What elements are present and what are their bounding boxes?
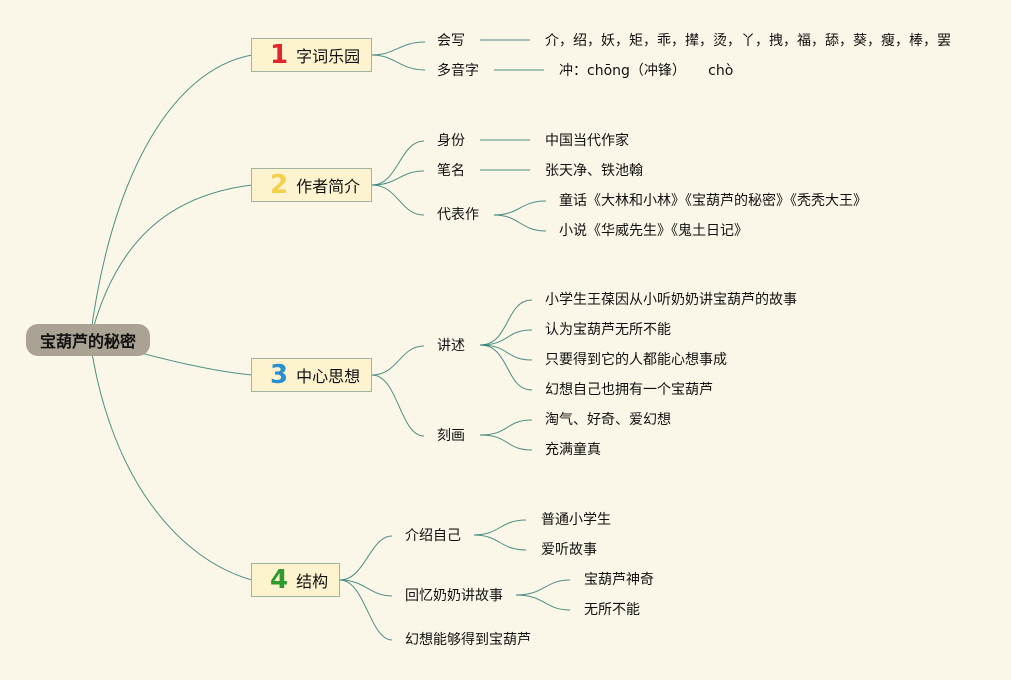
branch-1-label: 字词乐园 [296, 47, 361, 66]
branch-1-number: 1 [270, 40, 289, 70]
branch-4-label: 结构 [296, 572, 329, 591]
branch-3-box[interactable]: 3 中心思想 [251, 358, 372, 392]
root-node[interactable]: 宝葫芦的秘密 [26, 324, 150, 356]
branch-2-number: 2 [270, 170, 289, 200]
node-huanxiang[interactable]: 幻想能够得到宝葫芦 [405, 632, 531, 648]
node-tonghua[interactable]: 童话《大林和小林》《宝葫芦的秘密》《秃秃大王》 [559, 193, 867, 209]
branch-4-number: 4 [270, 565, 289, 595]
branch-1-box[interactable]: 1 字词乐园 [251, 38, 372, 72]
branch-2-label: 作者简介 [296, 177, 361, 196]
node-shenfen[interactable]: 身份 [437, 133, 465, 149]
node-shenfen-value[interactable]: 中国当代作家 [545, 133, 629, 149]
node-kehua[interactable]: 刻画 [437, 428, 465, 444]
node-kehua-2[interactable]: 充满童真 [545, 442, 601, 458]
node-biming-value[interactable]: 张天净、铁池翰 [545, 163, 643, 179]
node-huiyi[interactable]: 回忆奶奶讲故事 [405, 588, 503, 604]
node-kehua-1[interactable]: 淘气、好奇、爱幻想 [545, 412, 671, 428]
node-jiangshu-2[interactable]: 认为宝葫芦无所不能 [545, 322, 671, 338]
branch-4-box[interactable]: 4 结构 [251, 563, 340, 597]
node-huixie-words[interactable]: 介，绍，妖，矩，乖，撵，烫，丫，拽，福，舔，葵，瘦，棒，罢 [545, 33, 951, 49]
node-xiaoshuo[interactable]: 小说《华威先生》《鬼土日记》 [559, 223, 748, 239]
node-daibiaozuo[interactable]: 代表作 [437, 207, 479, 223]
node-huixie[interactable]: 会写 [437, 33, 465, 49]
branch-2-box[interactable]: 2 作者简介 [251, 168, 372, 202]
branch-3-label: 中心思想 [296, 367, 361, 386]
node-jiangshu-4[interactable]: 幻想自己也拥有一个宝葫芦 [545, 382, 713, 398]
node-jiangshu-1[interactable]: 小学生王葆因从小听奶奶讲宝葫芦的故事 [545, 292, 797, 308]
node-huiyi-2[interactable]: 无所不能 [584, 602, 640, 618]
node-jiangshu[interactable]: 讲述 [437, 338, 465, 354]
branch-3-number: 3 [270, 360, 289, 390]
node-biming[interactable]: 笔名 [437, 163, 465, 179]
node-duoyin[interactable]: 多音字 [437, 63, 479, 79]
node-duoyin-value[interactable]: 冲：chōng（冲锋） chò [559, 63, 734, 79]
node-jiangshu-3[interactable]: 只要得到它的人都能心想事成 [545, 352, 727, 368]
node-jieshao-ziji[interactable]: 介绍自己 [405, 528, 461, 544]
node-jieshao-2[interactable]: 爱听故事 [541, 542, 597, 558]
node-huiyi-1[interactable]: 宝葫芦神奇 [584, 572, 654, 588]
node-jieshao-1[interactable]: 普通小学生 [541, 512, 611, 528]
